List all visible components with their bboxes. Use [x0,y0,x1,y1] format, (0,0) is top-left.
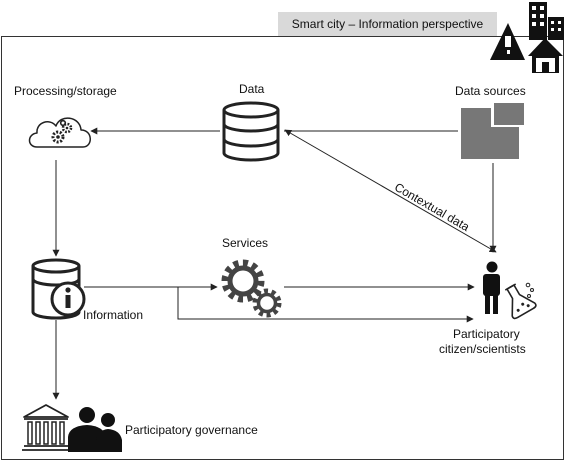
label-information: Information [83,308,144,322]
label-citizen-scientists: citizen/scientists [439,342,526,356]
label-participatory-governance: Participatory governance [125,423,258,437]
label-services: Services [222,236,269,250]
label-participatory-line1: Participatory [453,327,520,341]
label-processing-storage: Processing/storage [14,84,117,98]
label-data: Data [239,82,265,96]
edge-contextual-data [284,129,497,253]
database-icon [222,101,280,162]
edge-information-bypass-to-citizen [177,287,474,323]
diagram-connectors [52,127,497,400]
database-info-icon [31,258,86,320]
scientist-flask-icon [483,261,537,320]
government-people-icon [22,404,122,452]
overlapping-squares-icon [461,100,526,159]
cloud-gears-icon [28,117,91,148]
diagram-frame [1,36,564,460]
diagram-title: Smart city – Information perspective [278,12,497,36]
gears-icon [221,259,282,318]
label-data-sources: Data sources [455,84,526,98]
city-buildings-icon [490,2,564,73]
